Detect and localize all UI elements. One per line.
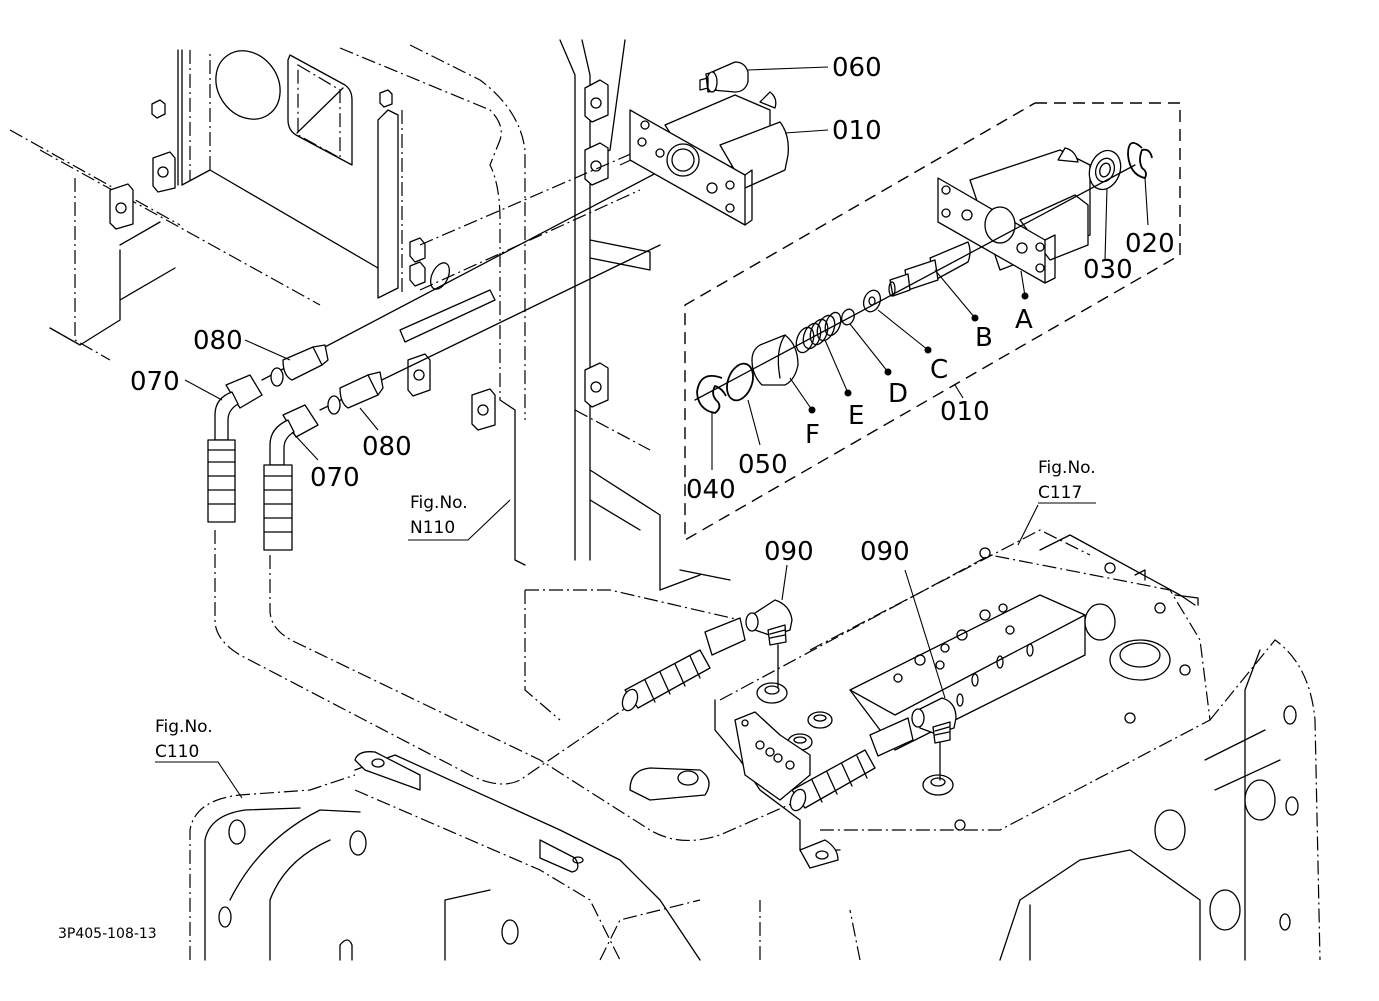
sub-part-label-f: F xyxy=(805,420,820,450)
transmission-case xyxy=(189,639,1321,961)
sub-part-e-spring: E xyxy=(795,311,864,431)
sub-part-label-c: C xyxy=(930,355,948,385)
part-020-snap-ring: 020 xyxy=(1125,142,1175,259)
part-060-plug: 060 xyxy=(699,53,882,93)
exploded-valve-assembly: A 030 020 B xyxy=(684,102,1181,542)
figure-ref-c110: Fig.No. C110 xyxy=(155,717,243,799)
callout-010-installed: 010 xyxy=(832,116,882,146)
sub-part-b-spool: B xyxy=(888,241,993,353)
callout-080-left: 080 xyxy=(193,326,243,356)
sub-part-c-washer: C xyxy=(862,289,948,385)
callout-050: 050 xyxy=(738,450,788,480)
callout-090-left: 090 xyxy=(764,537,814,567)
callout-020: 020 xyxy=(1125,229,1175,259)
sub-part-label-b: B xyxy=(975,323,993,353)
callout-040: 040 xyxy=(686,475,736,505)
fig-ref-n110-label: Fig.No. xyxy=(410,493,468,513)
sub-part-label-d: D xyxy=(888,379,908,409)
callout-010-group: 010 xyxy=(940,397,990,427)
part-010-valve-installed: 010 xyxy=(629,91,882,226)
frame-bracket-structure xyxy=(9,39,741,721)
sub-part-a-valve-body: A xyxy=(937,147,1091,335)
figure-ref-c117: Fig.No. C117 xyxy=(1038,458,1096,504)
part-080-adapter-right: 080 xyxy=(327,371,412,462)
fig-ref-c110-number: C110 xyxy=(155,742,199,762)
hose-end-right xyxy=(789,717,914,812)
callout-060: 060 xyxy=(832,53,882,83)
callout-070-right: 070 xyxy=(310,463,360,493)
sub-part-f-cap: F xyxy=(751,334,820,450)
part-070-hose-left: 070 xyxy=(130,367,263,523)
callout-070-left: 070 xyxy=(130,367,180,397)
fig-ref-n110-number: N110 xyxy=(410,518,455,538)
fig-ref-c117-label: Fig.No. xyxy=(1038,458,1096,478)
callout-090-right: 090 xyxy=(860,537,910,567)
sub-part-d-ring: D xyxy=(841,308,908,409)
part-070-hose-right: 070 xyxy=(263,404,360,551)
fig-ref-c117-number: C117 xyxy=(1038,483,1082,503)
part-030-seal: 030 xyxy=(1083,149,1133,285)
sub-part-label-e: E xyxy=(848,401,864,431)
fig-ref-c110-label: Fig.No. xyxy=(155,717,213,737)
part-080-adapter-left: 080 xyxy=(193,326,329,387)
part-050-o-ring: 050 xyxy=(726,362,788,480)
part-090-elbow-left: 090 xyxy=(745,537,814,689)
part-090-elbow-right: 090 xyxy=(860,537,957,781)
drawing-code: 3P405-108-13 xyxy=(58,926,157,942)
hose-end-left xyxy=(621,617,746,712)
part-040-snap-ring: 040 xyxy=(686,374,736,505)
sub-part-label-a: A xyxy=(1015,305,1033,335)
figure-ref-n110: Fig.No. N110 xyxy=(408,493,511,541)
control-valve-block xyxy=(714,504,1211,851)
callout-030: 030 xyxy=(1083,255,1133,285)
callout-080-right: 080 xyxy=(362,432,412,462)
